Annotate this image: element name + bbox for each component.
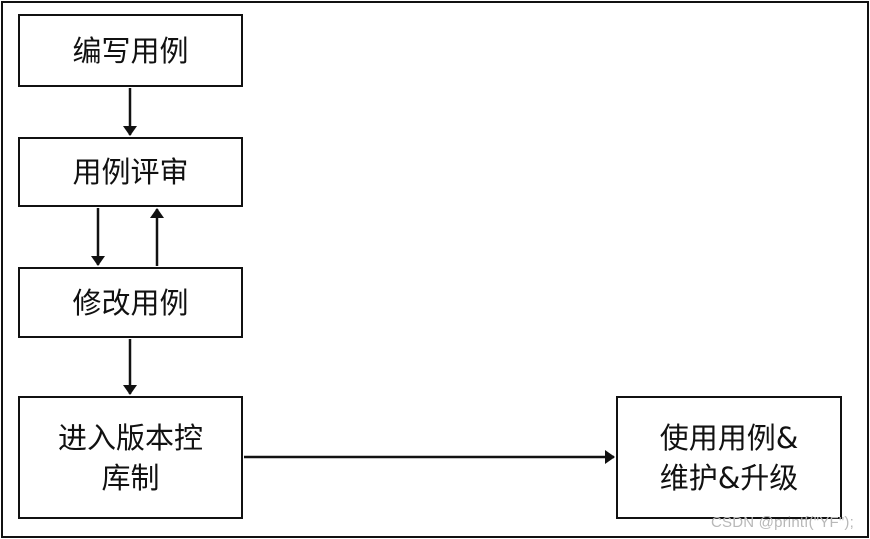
- step-use-maintain-upgrade: 使用用例& 维护&升级: [616, 396, 842, 519]
- step-version-control-label-line1: 进入版本控: [57, 420, 203, 455]
- step-use-case-review: 用例评审: [18, 137, 243, 207]
- step-modify-use-case-label: 修改用例: [72, 285, 189, 320]
- step-version-control-label-line2: 库制: [101, 460, 160, 495]
- step-use-maintain-upgrade-label-line1: 使用用例&: [659, 420, 799, 455]
- csdn-watermark: CSDN @printf("YF");: [710, 514, 854, 531]
- step-modify-use-case: 修改用例: [18, 267, 243, 338]
- step-use-case-review-label: 用例评审: [72, 155, 189, 189]
- step-use-maintain-upgrade-label-line2: 维护&升级: [659, 460, 799, 495]
- step-write-use-case: 编写用例: [18, 14, 243, 87]
- step-version-control: 进入版本控 库制: [18, 396, 243, 519]
- step-write-use-case-label: 编写用例: [72, 33, 189, 68]
